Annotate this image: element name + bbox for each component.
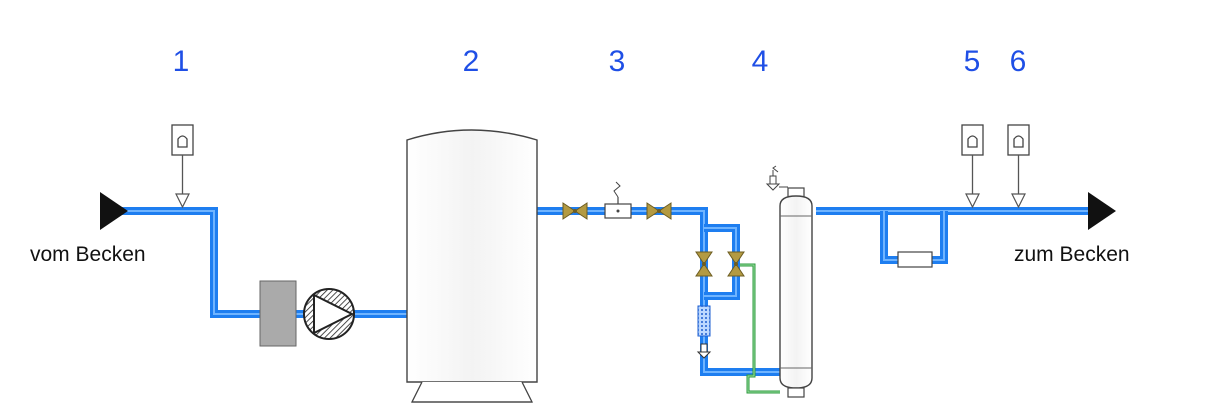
valve-icon — [562, 202, 588, 220]
station-number-5: 5 — [964, 45, 981, 78]
station-number-3: 3 — [609, 45, 626, 78]
bypass-flowmeter — [897, 251, 933, 268]
inlet-arrow-icon — [100, 192, 128, 230]
station-number-4: 4 — [752, 45, 769, 78]
sensor-icon — [1007, 124, 1030, 209]
station-number-2: 2 — [463, 45, 480, 78]
down-arrow-icon — [696, 343, 712, 359]
prefilter-box — [259, 280, 297, 347]
outlet-label: zum Becken — [1014, 243, 1130, 266]
pump-icon — [303, 288, 355, 340]
dosing-injector — [604, 181, 632, 219]
valve-icon — [646, 202, 672, 220]
valve-icon — [727, 251, 745, 277]
filter-tank — [406, 129, 538, 403]
flowmeter-icon — [697, 305, 711, 337]
sensor-icon — [171, 124, 194, 209]
inlet-label: vom Becken — [30, 243, 146, 266]
station-number-6: 6 — [1010, 45, 1027, 78]
outlet-arrow-icon — [1088, 192, 1116, 230]
station-number-1: 1 — [173, 45, 190, 78]
valve-icon — [695, 251, 713, 277]
reaction-vessel — [765, 165, 813, 398]
sensor-icon — [961, 124, 984, 209]
